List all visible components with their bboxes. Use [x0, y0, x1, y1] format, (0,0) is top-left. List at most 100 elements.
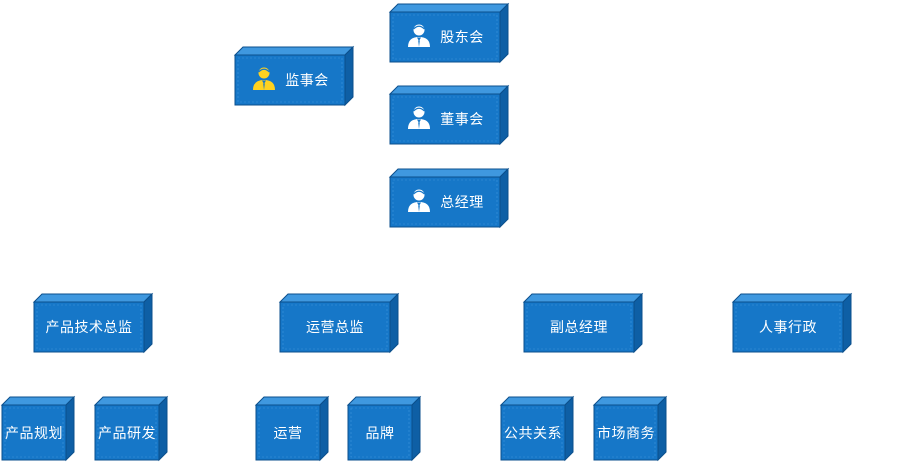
node-box: [346, 395, 422, 462]
node-label: 品牌: [365, 425, 395, 442]
node-supervisors[interactable]: 监事会: [233, 45, 355, 107]
node-label: 产品技术总监: [45, 320, 133, 336]
box-inner-outline: [526, 304, 632, 350]
box-front-face: [1, 404, 67, 461]
node-label: 运营总监: [306, 320, 364, 336]
node-content: 总经理: [390, 177, 500, 227]
node-box: [388, 84, 510, 146]
node-tech-director[interactable]: 产品技术总监: [32, 292, 154, 354]
box-side-face: [633, 292, 643, 354]
box-front-face: [593, 404, 659, 461]
box-inner-outline: [392, 14, 498, 60]
box-inner-outline: [36, 304, 142, 350]
box-side-face: [65, 395, 75, 462]
box-top-face: [388, 85, 510, 95]
person-collar: [417, 119, 422, 123]
node-operations[interactable]: 运营: [254, 395, 330, 462]
person-hair: [413, 25, 426, 30]
person-tie: [418, 40, 421, 47]
box-top-face: [93, 396, 169, 406]
node-board[interactable]: 董事会: [388, 84, 510, 146]
node-public-relations[interactable]: 公共关系: [499, 395, 575, 462]
box-front-face: [389, 11, 501, 63]
box-top-face: [388, 3, 510, 13]
node-shareholders[interactable]: 股东会: [388, 2, 510, 64]
box-side-face: [564, 395, 574, 462]
box-top-face: [233, 46, 355, 56]
node-box: [388, 167, 510, 229]
node-product-planning[interactable]: 产品规划: [0, 395, 76, 462]
box-side-face: [158, 395, 168, 462]
person-icon-yellow: [251, 65, 277, 95]
box-front-face: [500, 404, 566, 461]
box-top-face: [522, 293, 644, 303]
box-side-face: [344, 45, 354, 107]
person-collar: [417, 202, 422, 206]
node-ops-director[interactable]: 运营总监: [278, 292, 400, 354]
node-gm[interactable]: 总经理: [388, 167, 510, 229]
node-label: 人事行政: [759, 320, 817, 336]
node-label: 副总经理: [550, 320, 608, 336]
node-deputy-gm[interactable]: 副总经理: [522, 292, 644, 354]
person-collar: [417, 37, 422, 41]
box-inner-outline: [237, 57, 343, 103]
box-inner-outline: [392, 96, 498, 142]
node-product-rnd[interactable]: 产品研发: [93, 395, 169, 462]
node-brand[interactable]: 品牌: [346, 395, 422, 462]
box-front-face: [389, 93, 501, 145]
node-hr-admin[interactable]: 人事行政: [731, 292, 853, 354]
node-content: 股东会: [390, 12, 500, 62]
box-inner-outline: [4, 407, 64, 458]
node-content: 产品研发: [95, 405, 159, 460]
node-box: [278, 292, 400, 354]
person-hair: [413, 107, 426, 112]
node-label: 市场商务: [597, 425, 655, 442]
box-top-face: [592, 396, 668, 406]
node-box: [522, 292, 644, 354]
box-top-face: [254, 396, 330, 406]
node-content: 监事会: [235, 55, 345, 105]
box-front-face: [389, 176, 501, 228]
box-inner-outline: [735, 304, 841, 350]
person-tie: [418, 205, 421, 212]
box-inner-outline: [282, 304, 388, 350]
person-icon: [406, 22, 432, 52]
person-collar: [262, 80, 267, 84]
person-hair: [258, 68, 271, 73]
node-box: [233, 45, 355, 107]
box-front-face: [234, 54, 346, 106]
box-top-face: [278, 293, 400, 303]
node-content: 产品规划: [2, 405, 66, 460]
box-side-face: [499, 167, 509, 229]
box-top-face: [388, 168, 510, 178]
node-content: 运营总监: [280, 302, 390, 352]
person-hair: [413, 190, 426, 195]
node-label: 监事会: [285, 73, 329, 89]
box-side-face: [389, 292, 399, 354]
box-front-face: [255, 404, 321, 461]
person-icon: [406, 187, 432, 217]
node-market-business[interactable]: 市场商务: [592, 395, 668, 462]
box-front-face: [33, 301, 145, 353]
node-label: 产品研发: [98, 425, 156, 442]
box-inner-outline: [258, 407, 318, 458]
node-content: 副总经理: [524, 302, 634, 352]
box-inner-outline: [503, 407, 563, 458]
box-top-face: [32, 293, 154, 303]
node-box: [592, 395, 668, 462]
box-inner-outline: [596, 407, 656, 458]
box-side-face: [499, 2, 509, 64]
node-box: [93, 395, 169, 462]
node-content: 运营: [256, 405, 320, 460]
node-box: [0, 395, 76, 462]
box-side-face: [842, 292, 852, 354]
box-front-face: [732, 301, 844, 353]
box-side-face: [499, 84, 509, 146]
node-label: 总经理: [440, 195, 484, 211]
node-box: [32, 292, 154, 354]
box-side-face: [319, 395, 329, 462]
box-front-face: [347, 404, 413, 461]
node-box: [254, 395, 330, 462]
node-content: 董事会: [390, 94, 500, 144]
node-box: [731, 292, 853, 354]
